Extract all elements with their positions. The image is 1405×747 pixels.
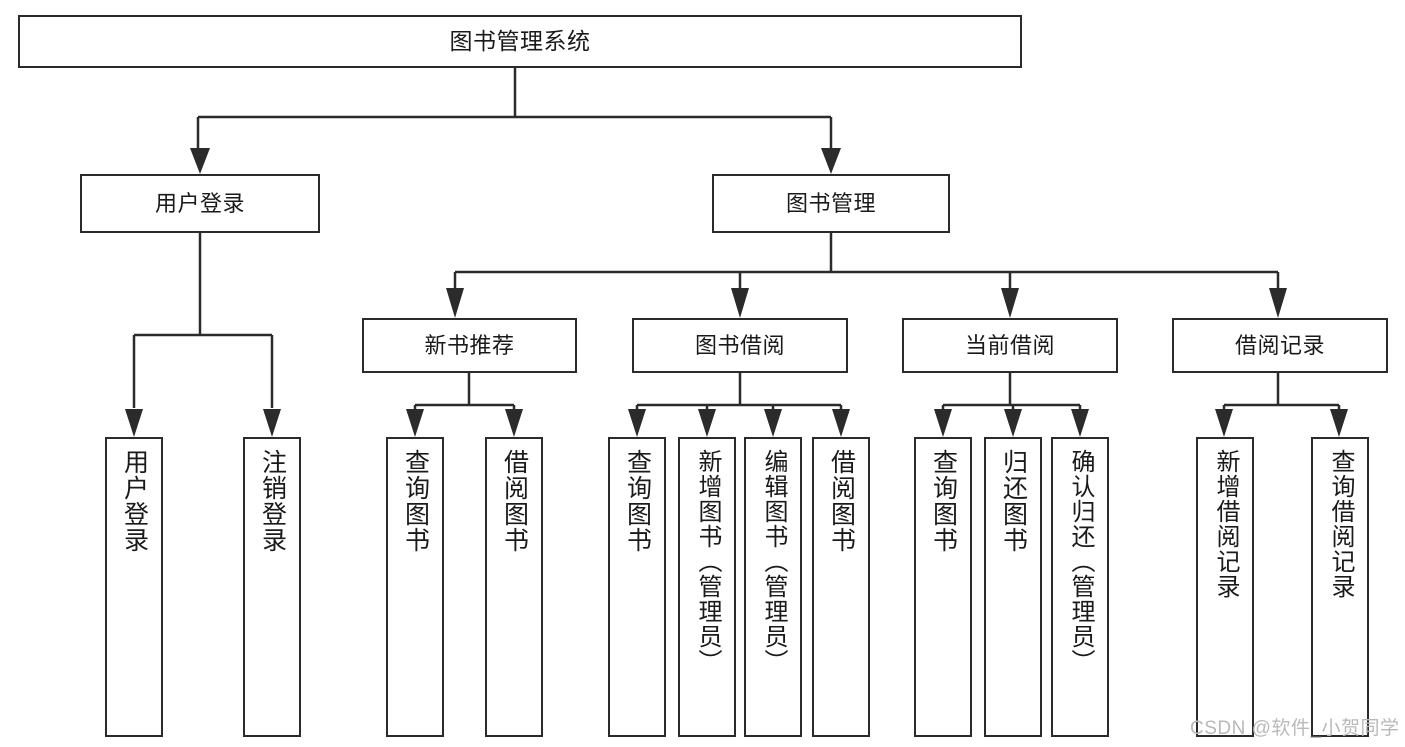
node-label: 编辑图书（管理员）	[759, 449, 787, 674]
leaf-recommend-query-book[interactable]: 查询图书	[386, 437, 444, 737]
node-label: 借阅记录	[1234, 332, 1325, 358]
leaf-user-login-login[interactable]: 用户登录	[105, 437, 163, 737]
node-label: 用户登录	[120, 449, 149, 553]
node-label: 新书推荐	[424, 332, 515, 358]
leaf-record-query-record[interactable]: 查询借阅记录	[1311, 437, 1369, 737]
node-label: 查询图书	[929, 449, 958, 553]
leaf-current-return-book[interactable]: 归还图书	[984, 437, 1042, 737]
node-root-system[interactable]: 图书管理系统	[18, 15, 1022, 68]
leaf-borrow-query-book[interactable]: 查询图书	[608, 437, 666, 737]
node-book-management[interactable]: 图书管理	[712, 174, 950, 233]
node-book-borrow[interactable]: 图书借阅	[632, 318, 848, 373]
leaf-user-login-logout[interactable]: 注销登录	[243, 437, 301, 737]
node-label: 图书管理系统	[449, 28, 591, 55]
leaf-record-add-record[interactable]: 新增借阅记录	[1196, 437, 1254, 737]
node-label: 新增借阅记录	[1211, 449, 1239, 599]
leaf-current-query-book[interactable]: 查询图书	[914, 437, 972, 737]
leaf-borrow-borrow-book[interactable]: 借阅图书	[812, 437, 870, 737]
node-label: 图书借阅	[694, 332, 785, 358]
csdn-watermark: CSDN @软件_小贺同学	[1190, 718, 1400, 739]
node-label: 归还图书	[999, 449, 1028, 553]
node-new-book-recommend[interactable]: 新书推荐	[362, 318, 577, 373]
node-label: 查询图书	[623, 449, 652, 553]
node-label: 注销登录	[258, 449, 287, 553]
node-label: 借阅图书	[500, 449, 529, 553]
leaf-borrow-add-book-admin[interactable]: 新增图书（管理员）	[678, 437, 736, 737]
leaf-recommend-borrow-book[interactable]: 借阅图书	[485, 437, 543, 737]
node-borrow-record[interactable]: 借阅记录	[1172, 318, 1388, 373]
node-label: 借阅图书	[827, 449, 856, 553]
node-label: 当前借阅	[964, 332, 1055, 358]
leaf-borrow-edit-book-admin[interactable]: 编辑图书（管理员）	[744, 437, 802, 737]
node-label: 查询图书	[401, 449, 430, 553]
node-label: 确认归还（管理员）	[1066, 449, 1094, 674]
leaf-current-confirm-return-admin[interactable]: 确认归还（管理员）	[1051, 437, 1109, 737]
node-label: 图书管理	[785, 190, 876, 216]
node-current-borrow[interactable]: 当前借阅	[902, 318, 1118, 373]
node-label: 查询借阅记录	[1326, 449, 1354, 599]
node-user-login[interactable]: 用户登录	[80, 174, 320, 233]
node-label: 用户登录	[154, 190, 245, 216]
node-label: 新增图书（管理员）	[693, 449, 721, 674]
